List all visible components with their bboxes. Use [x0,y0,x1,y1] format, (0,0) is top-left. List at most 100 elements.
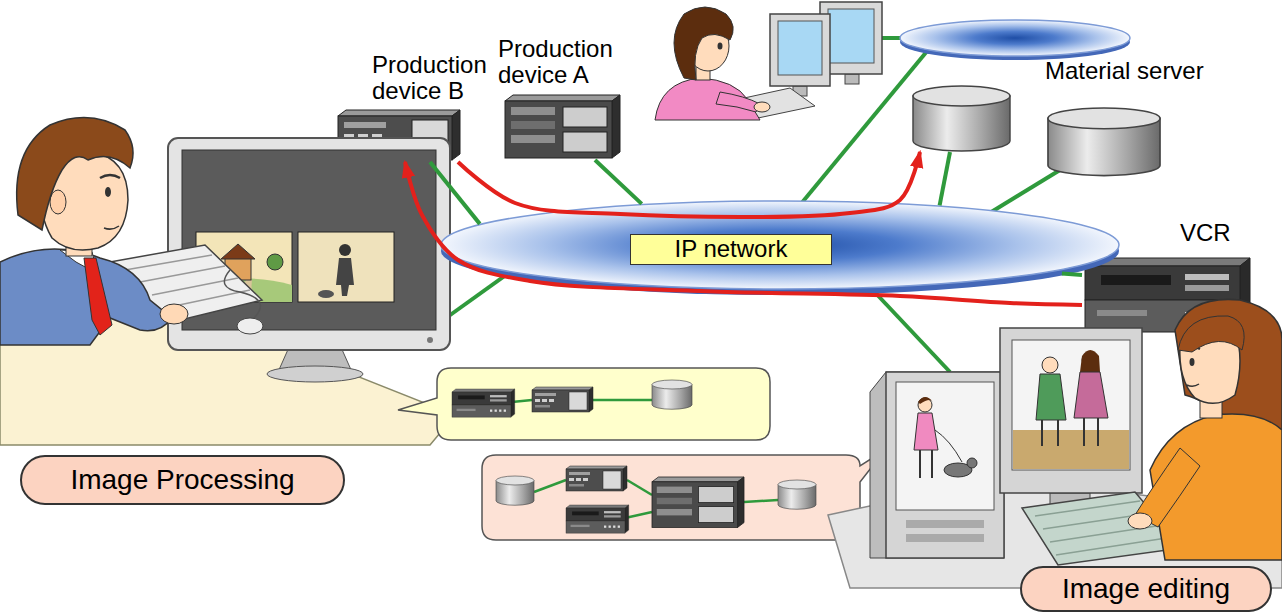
operator-figure [778,21,822,75]
editor-figure [1013,430,1129,469]
operator-figure [17,118,133,230]
pill-outline [1021,567,1271,611]
network-link [430,162,480,224]
production-device: Production device B [335,52,508,162]
task-label: Image editing [1020,566,1272,612]
task-label: Image Processing [20,455,345,505]
editor-figure [906,534,984,542]
editor-figure [1000,328,1142,493]
network-link [1062,274,1082,275]
operator-figure [339,244,351,256]
editor-figure [1042,420,1058,446]
operator-figure [105,187,111,197]
callout-bubble [532,387,593,412]
device-label: VCR [1180,220,1231,246]
operator-figure [318,290,334,298]
callout-bubble [566,466,627,491]
operator-figure [718,43,723,50]
operator-figure [84,258,112,335]
network-link [940,152,950,205]
callout-bubble [482,450,885,540]
callout-bubble [496,476,534,505]
editor-figure [1074,372,1108,418]
operator-figure [828,9,874,63]
editor-figure [1012,340,1130,470]
editor-figure [935,430,962,462]
operator-figure [221,244,255,259]
callout-bubble [398,368,770,440]
sub-network-ellipse [900,20,1130,56]
editor-figure [906,520,984,528]
editor-figure [870,372,1004,558]
operator-figure [845,74,859,84]
operator-figure [754,102,770,112]
callout-bubble [566,505,629,533]
operator-figure [298,232,394,302]
callout-bubble [652,477,744,527]
editor-figure [918,398,932,412]
pill-outline [21,456,344,504]
editor-figure [828,299,1282,588]
editor-figure [1042,357,1058,373]
editor-figure [896,382,994,510]
operator-figure [160,304,188,324]
callout-bubble [778,480,816,509]
operator-figure [674,7,733,80]
server-icon [1048,108,1160,176]
callout-bubble [592,399,654,402]
sub-network-ellipse [900,20,1130,60]
editor-figure [1187,384,1199,386]
callout-bubble [398,368,770,440]
network-wire [446,272,510,318]
operator-figure [716,92,760,112]
editor-figure [1128,513,1152,529]
material-server: Material server [905,58,1250,152]
vcr-device: VCR [1082,220,1252,334]
operator-figure [655,2,882,120]
network-wire [988,170,1060,214]
device-icon [505,95,620,158]
device-label: Production device B [372,52,504,105]
editor-figure [918,397,933,404]
operator-figure [0,118,455,445]
production-device: Production device A [495,36,630,160]
callout-bubble [744,500,778,502]
task-title: Image editing [1062,574,1230,605]
network-link [595,160,642,204]
editor-figure [914,413,938,450]
operator-figure [0,249,172,345]
operator-figure [100,175,120,178]
device-label: Material server [1045,58,1204,84]
editor-figure [1178,316,1244,352]
editor-figure [1036,374,1066,420]
operator-figure [237,318,263,334]
callout-bubble [482,450,885,540]
network-cloud: IP network [440,200,1120,296]
editor-figure [920,450,932,478]
callout-bubble [652,380,692,409]
operator-figure [104,226,119,229]
editor-figure [1190,358,1195,366]
callout-bubble [512,400,532,402]
task-title: Image Processing [70,465,294,496]
editor-figure [967,458,977,468]
operator-figure [655,78,760,120]
operator-figure [336,258,354,296]
callout-bubble [625,512,652,518]
operator-figure [267,366,363,382]
device-label: Production device A [498,36,630,89]
server-icon [913,86,1010,151]
callout-bubble [534,480,566,492]
operator-figure [50,190,66,214]
operator-figure [267,254,283,270]
operator-figure [224,270,260,322]
editor-figure [1084,418,1098,446]
operator-figure [770,14,830,86]
network-label: IP network [630,234,833,265]
network-ellipse [441,201,1119,289]
editor-figure [886,372,1004,558]
editor-figure [1080,350,1100,372]
operator-figure [427,337,433,343]
